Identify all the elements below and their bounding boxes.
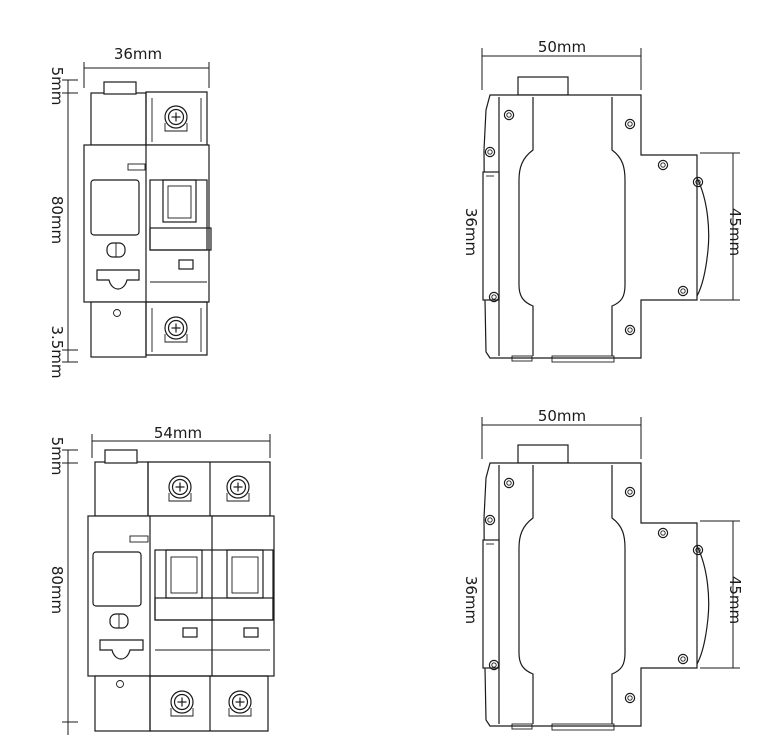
single-pole-front-view — [83, 81, 212, 358]
dim-5mm-top: 5mm — [48, 67, 66, 106]
dim-36mm-rail-2: 36mm — [462, 576, 480, 624]
dim-45mm: 45mm — [726, 208, 744, 256]
single-pole-dimensions: 36mm 5mm 80mm 3.5mm — [48, 45, 210, 379]
dim-36mm-rail: 36mm — [462, 208, 480, 256]
dim-50mm: 50mm — [538, 38, 586, 56]
dim-80mm: 80mm — [48, 196, 66, 244]
side-view-top — [483, 77, 709, 362]
dim-5mm-top-2: 5mm — [48, 437, 66, 476]
side-view-bottom — [483, 445, 709, 730]
dim-80mm-2: 80mm — [48, 566, 66, 614]
double-pole-dimensions: 54mm 5mm 80mm — [48, 424, 271, 735]
dim-3-5mm: 3.5mm — [48, 325, 66, 378]
side-view-bottom-dimensions: 50mm 45mm 36mm — [462, 407, 744, 669]
double-pole-front-view — [87, 449, 275, 732]
dim-36mm: 36mm — [114, 45, 162, 63]
dim-54mm: 54mm — [154, 424, 202, 442]
dim-45mm-2: 45mm — [726, 576, 744, 624]
side-view-top-dimensions: 50mm 45mm 36mm — [462, 38, 744, 301]
dim-50mm-2: 50mm — [538, 407, 586, 425]
